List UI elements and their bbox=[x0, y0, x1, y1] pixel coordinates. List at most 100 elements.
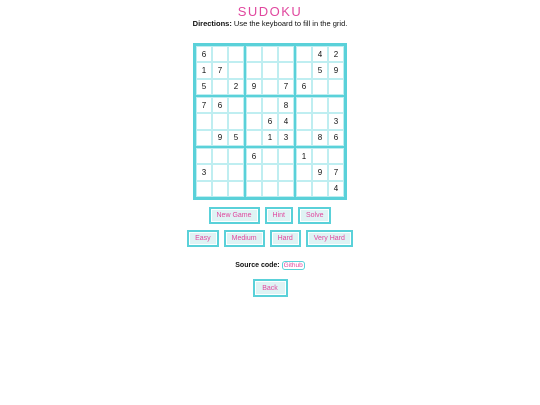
sudoku-cell[interactable]: 4 bbox=[328, 180, 344, 197]
directions: Directions: Use the keyboard to fill in … bbox=[0, 19, 540, 28]
back-button[interactable]: Back bbox=[252, 279, 288, 297]
sudoku-cell[interactable] bbox=[296, 164, 312, 181]
source-code-label: Source code: bbox=[235, 262, 282, 269]
sudoku-cell[interactable] bbox=[212, 148, 228, 165]
sudoku-cell[interactable] bbox=[196, 129, 212, 146]
sudoku-cell[interactable] bbox=[262, 164, 278, 181]
sudoku-cell[interactable] bbox=[212, 46, 228, 63]
sudoku-cell[interactable]: 6 bbox=[196, 46, 212, 63]
sudoku-cell[interactable]: 7 bbox=[278, 78, 294, 95]
source-code-line: Source code: Github bbox=[0, 261, 540, 270]
sudoku-cell[interactable]: 9 bbox=[246, 78, 262, 95]
hint-button[interactable]: Hint bbox=[264, 207, 293, 224]
sudoku-cell[interactable] bbox=[278, 180, 294, 197]
sudoku-cell[interactable] bbox=[212, 180, 228, 197]
sudoku-cell[interactable]: 8 bbox=[278, 97, 294, 114]
medium-button[interactable]: Medium bbox=[223, 230, 265, 247]
sudoku-cell[interactable] bbox=[262, 180, 278, 197]
sudoku-cell[interactable]: 5 bbox=[312, 62, 328, 79]
sudoku-cell[interactable] bbox=[312, 97, 328, 114]
sudoku-cell[interactable]: 5 bbox=[196, 78, 212, 95]
sudoku-cell[interactable]: 8 bbox=[312, 129, 328, 146]
sudoku-cell[interactable]: 6 bbox=[212, 97, 228, 114]
sudoku-cell[interactable] bbox=[296, 129, 312, 146]
directions-label: Directions: bbox=[192, 19, 232, 28]
sudoku-cell[interactable]: 5 bbox=[228, 129, 244, 146]
sudoku-cell[interactable]: 6 bbox=[328, 129, 344, 146]
sudoku-cell[interactable]: 7 bbox=[328, 164, 344, 181]
sudoku-cell[interactable] bbox=[328, 148, 344, 165]
sudoku-cell[interactable] bbox=[312, 148, 328, 165]
sudoku-cell[interactable] bbox=[228, 62, 244, 79]
sudoku-cell[interactable]: 1 bbox=[262, 129, 278, 146]
sudoku-cell[interactable] bbox=[328, 97, 344, 114]
sudoku-cell[interactable]: 6 bbox=[246, 148, 262, 165]
sudoku-cell[interactable] bbox=[228, 113, 244, 130]
sudoku-cell[interactable] bbox=[312, 180, 328, 197]
sudoku-cell[interactable] bbox=[328, 78, 344, 95]
sudoku-cell[interactable]: 3 bbox=[196, 164, 212, 181]
very-hard-button[interactable]: Very Hard bbox=[305, 230, 353, 247]
sudoku-cell[interactable]: 7 bbox=[212, 62, 228, 79]
sudoku-cell[interactable]: 4 bbox=[278, 113, 294, 130]
sudoku-cell[interactable] bbox=[262, 78, 278, 95]
sudoku-cell[interactable]: 4 bbox=[312, 46, 328, 63]
directions-text: Use the keyboard to fill in the grid. bbox=[231, 19, 348, 28]
sudoku-cell[interactable] bbox=[246, 164, 262, 181]
sudoku-cell[interactable] bbox=[312, 78, 328, 95]
sudoku-cell[interactable]: 3 bbox=[328, 113, 344, 130]
sudoku-cell[interactable]: 9 bbox=[328, 62, 344, 79]
sudoku-cell[interactable] bbox=[296, 62, 312, 79]
sudoku-cell[interactable] bbox=[278, 62, 294, 79]
sudoku-cell[interactable] bbox=[262, 148, 278, 165]
github-link[interactable]: Github bbox=[281, 261, 305, 270]
sudoku-cell[interactable]: 6 bbox=[296, 78, 312, 95]
sudoku-cell[interactable] bbox=[246, 97, 262, 114]
sudoku-cell[interactable] bbox=[196, 113, 212, 130]
sudoku-cell[interactable]: 3 bbox=[278, 129, 294, 146]
sudoku-cell[interactable] bbox=[212, 164, 228, 181]
sudoku-cell[interactable] bbox=[312, 113, 328, 130]
sudoku-cell[interactable] bbox=[246, 46, 262, 63]
sudoku-cell[interactable] bbox=[262, 97, 278, 114]
sudoku-cell[interactable]: 9 bbox=[212, 129, 228, 146]
sudoku-cell[interactable] bbox=[196, 148, 212, 165]
sudoku-cell[interactable] bbox=[278, 148, 294, 165]
sudoku-cell[interactable]: 6 bbox=[262, 113, 278, 130]
sudoku-cell[interactable] bbox=[196, 180, 212, 197]
hard-button[interactable]: Hard bbox=[269, 230, 301, 247]
sudoku-cell[interactable] bbox=[296, 97, 312, 114]
sudoku-cell[interactable]: 1 bbox=[296, 148, 312, 165]
sudoku-cell[interactable] bbox=[262, 46, 278, 63]
sudoku-cell[interactable] bbox=[246, 62, 262, 79]
sudoku-cell[interactable]: 2 bbox=[328, 46, 344, 63]
new-game-button[interactable]: New Game bbox=[208, 207, 260, 224]
sudoku-cell[interactable] bbox=[228, 180, 244, 197]
sudoku-cell[interactable] bbox=[228, 97, 244, 114]
sudoku-cell[interactable] bbox=[296, 46, 312, 63]
sudoku-cell[interactable] bbox=[228, 148, 244, 165]
sudoku-cell[interactable]: 9 bbox=[312, 164, 328, 181]
solve-button[interactable]: Solve bbox=[297, 207, 332, 224]
sudoku-cell[interactable]: 2 bbox=[228, 78, 244, 95]
sudoku-cell[interactable] bbox=[262, 62, 278, 79]
game-controls: New Game Hint Solve bbox=[0, 207, 540, 224]
sudoku-cell[interactable] bbox=[212, 113, 228, 130]
sudoku-cell[interactable]: 7 bbox=[196, 97, 212, 114]
sudoku-cell[interactable] bbox=[228, 164, 244, 181]
sudoku-cell[interactable] bbox=[246, 129, 262, 146]
sudoku-cell[interactable] bbox=[212, 78, 228, 95]
sudoku-cell[interactable] bbox=[228, 46, 244, 63]
sudoku-cell[interactable]: 1 bbox=[196, 62, 212, 79]
sudoku-cell[interactable] bbox=[278, 164, 294, 181]
sudoku-cell[interactable] bbox=[246, 180, 262, 197]
back-wrap: Back bbox=[0, 279, 540, 297]
sudoku-cell[interactable] bbox=[296, 113, 312, 130]
sudoku-cell[interactable] bbox=[278, 46, 294, 63]
sudoku-cell[interactable] bbox=[296, 180, 312, 197]
sudoku-cell[interactable] bbox=[246, 113, 262, 130]
easy-button[interactable]: Easy bbox=[187, 230, 219, 247]
